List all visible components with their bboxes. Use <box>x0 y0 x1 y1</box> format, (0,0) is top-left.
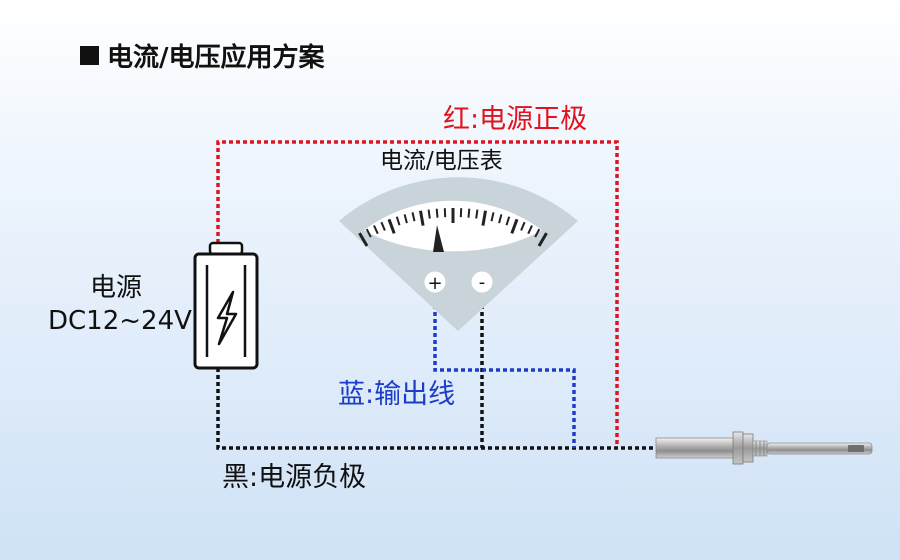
terminal-minus: - <box>471 271 493 293</box>
meter-tick <box>537 232 548 247</box>
blue-wire <box>433 291 576 448</box>
analog-gauge-icon: + - <box>339 177 578 331</box>
meter-tick <box>527 225 533 235</box>
svg-text:-: - <box>479 272 486 293</box>
meter-tick <box>490 212 495 222</box>
power-supply-name: 电源 <box>90 273 143 303</box>
meter-tick <box>419 210 425 226</box>
meter-tick <box>403 214 408 224</box>
power-supply-voltage: DC12~24V <box>48 306 192 336</box>
meter-tick <box>435 208 439 218</box>
meter-tick <box>498 214 503 224</box>
black-wire-label: 黑:电源负极 <box>222 462 367 493</box>
meter-tick <box>475 209 479 219</box>
red-wire-label: 红:电源正极 <box>443 104 588 135</box>
meter-tick <box>358 232 369 247</box>
meter-tick <box>534 228 541 238</box>
pressure-sensor-probe-icon <box>655 431 873 465</box>
meter-tick <box>395 216 401 226</box>
meter-tick <box>365 228 372 238</box>
page-title-text: 电流/电压应用方案 <box>107 43 325 73</box>
meter-tick <box>427 209 431 219</box>
meter-tick <box>373 225 379 235</box>
power-supply-label: 电源 DC12~24V <box>48 272 192 338</box>
meter-tick <box>510 218 519 234</box>
black-wire <box>216 291 660 450</box>
meter-tick <box>380 221 386 231</box>
meter-tick <box>411 212 416 222</box>
battery-lightning-icon <box>193 241 259 370</box>
page-title: 电流/电压应用方案 <box>80 45 325 71</box>
blue-wire-label: 蓝:输出线 <box>338 379 456 410</box>
meter-tick <box>481 210 487 226</box>
meter-tick <box>467 208 471 218</box>
meter-label: 电流/电压表 <box>380 148 503 174</box>
meter-tick <box>505 216 511 226</box>
meter-tick <box>520 221 526 231</box>
red-wire <box>216 140 619 445</box>
terminal-plus: + <box>424 271 446 294</box>
meter-tick <box>387 218 396 234</box>
title-bullet <box>80 46 99 65</box>
svg-text:+: + <box>427 273 442 294</box>
